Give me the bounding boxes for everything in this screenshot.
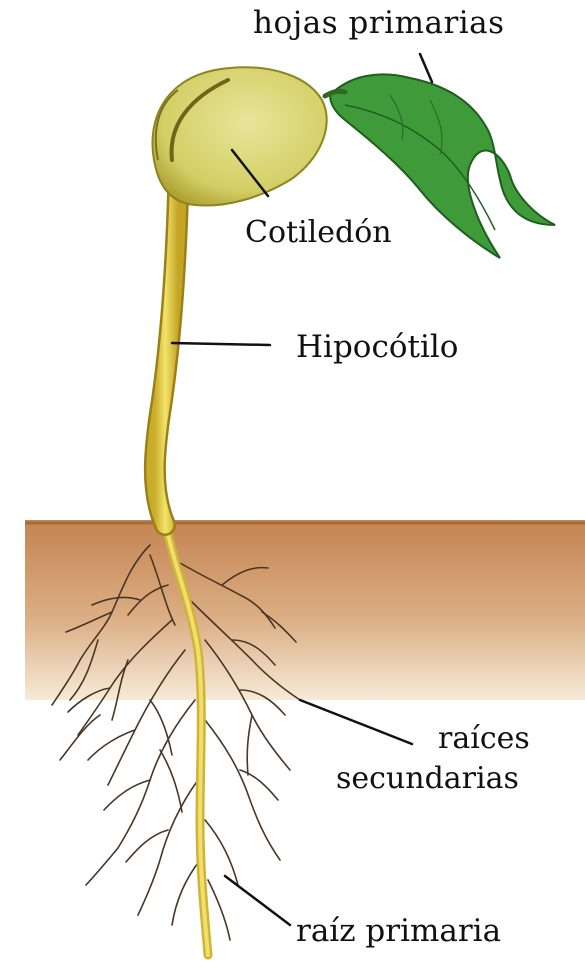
label-hypocotyl: Hipocótilo — [296, 332, 458, 363]
label-primary-leaves: hojas primarias — [253, 8, 505, 39]
label-secondary-roots-line2: secundarias — [336, 764, 519, 794]
label-cotyledon: Cotiledón — [245, 218, 392, 248]
cotyledon-shape — [153, 67, 327, 205]
label-primary-root: raíz primaria — [296, 916, 501, 947]
soil-band — [25, 520, 585, 700]
label-secondary-roots-line1: raíces — [438, 724, 530, 754]
